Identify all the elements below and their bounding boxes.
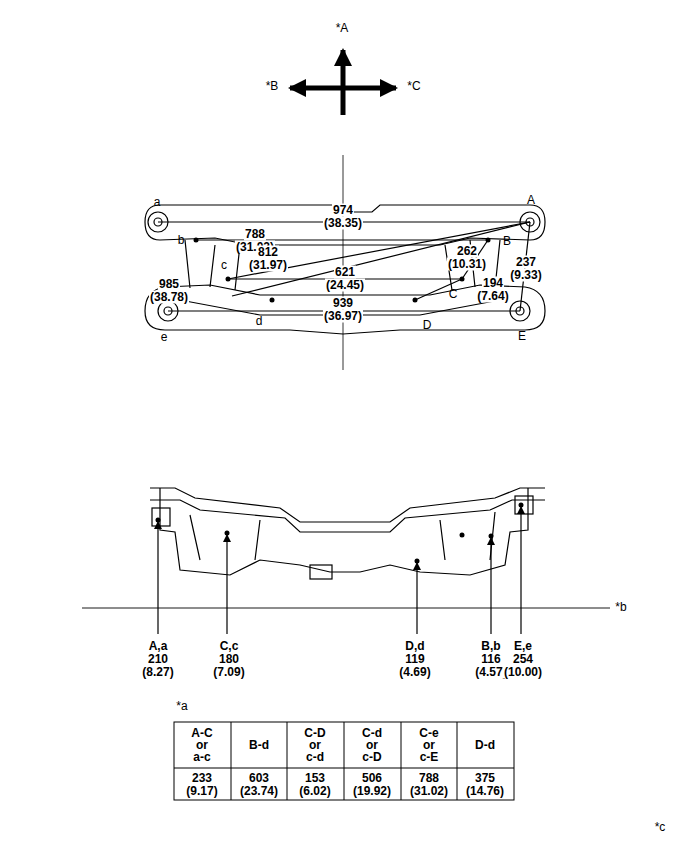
dimension-label: (36.97) [323, 310, 363, 323]
dimension-label: E,e [513, 640, 533, 653]
dimension-label: (7.64) [476, 290, 509, 303]
dimension-label: (14.76) [465, 785, 505, 798]
dimension-label: D-d [474, 739, 496, 752]
dimension-label: (38.78) [149, 291, 189, 304]
dimension-label: 939 [332, 297, 354, 310]
dimension-label: 180 [218, 653, 240, 666]
dimension-label: B [502, 235, 512, 248]
dimension-label: E [517, 330, 527, 343]
dimension-label: C [448, 288, 459, 301]
dimension-label: 210 [147, 653, 169, 666]
dimension-label: a-c [192, 751, 211, 764]
dimension-label: *C [406, 80, 421, 93]
dimension-label: D [422, 319, 433, 332]
dimension-label: 812 [257, 246, 279, 259]
dimension-label: (9.33) [509, 269, 542, 282]
dimension-label: 233 [191, 772, 213, 785]
dimension-label: B-d [248, 739, 270, 752]
dimension-label: c [220, 259, 228, 272]
dimension-label: b [177, 234, 186, 247]
dimension-label: 237 [515, 256, 537, 269]
dimension-label: (38.35) [323, 217, 363, 230]
dimension-label: c-d [305, 751, 325, 764]
dimension-label: 985 [158, 278, 180, 291]
dimension-label: (31.97) [248, 259, 288, 272]
dimension-label: C,c [219, 640, 240, 653]
dimension-label: A,a [148, 640, 169, 653]
dimension-label: D,d [404, 640, 425, 653]
dimension-label: 974 [332, 204, 354, 217]
dimension-label: 375 [474, 772, 496, 785]
dimension-label: A [526, 194, 536, 207]
dimension-label: *A [335, 22, 350, 35]
dimension-label: 153 [304, 772, 326, 785]
dimension-label: (8.27) [141, 666, 174, 679]
dimension-label: (7.09) [212, 666, 245, 679]
dimension-label: (24.45) [325, 279, 365, 292]
dimension-label: 119 [404, 653, 425, 666]
dimension-label: B,b [480, 640, 501, 653]
dimension-label: 621 [334, 266, 356, 279]
dimension-label: e [160, 331, 169, 344]
dimension-label: 262 [456, 245, 478, 258]
dimension-label: 603 [248, 772, 270, 785]
dimension-label: (31.02) [409, 785, 449, 798]
dimension-label: 116 [480, 653, 501, 666]
dimension-label: c-E [419, 751, 440, 764]
dimension-label: d [255, 315, 264, 328]
dimension-label: *b [614, 601, 627, 614]
dimension-label: (10.31) [447, 258, 487, 271]
dimension-label: *B [265, 80, 280, 93]
dimension-label: 194 [482, 277, 504, 290]
dimension-label: (10.00) [503, 666, 543, 679]
dimension-label: (4.69) [398, 666, 431, 679]
dimension-label: c-D [361, 751, 382, 764]
dimension-label: 254 [512, 653, 534, 666]
dimension-label: 788 [418, 772, 440, 785]
dimension-label: (19.92) [352, 785, 392, 798]
dimension-label: *c [654, 821, 667, 834]
dimension-label: a [153, 196, 162, 209]
dimension-label: (6.02) [298, 785, 331, 798]
dimension-label: *a [175, 700, 188, 713]
dimension-label: (23.74) [239, 785, 279, 798]
dimension-label: 506 [361, 772, 383, 785]
dimension-label: 788 [244, 228, 266, 241]
dimension-label: (9.17) [185, 785, 218, 798]
